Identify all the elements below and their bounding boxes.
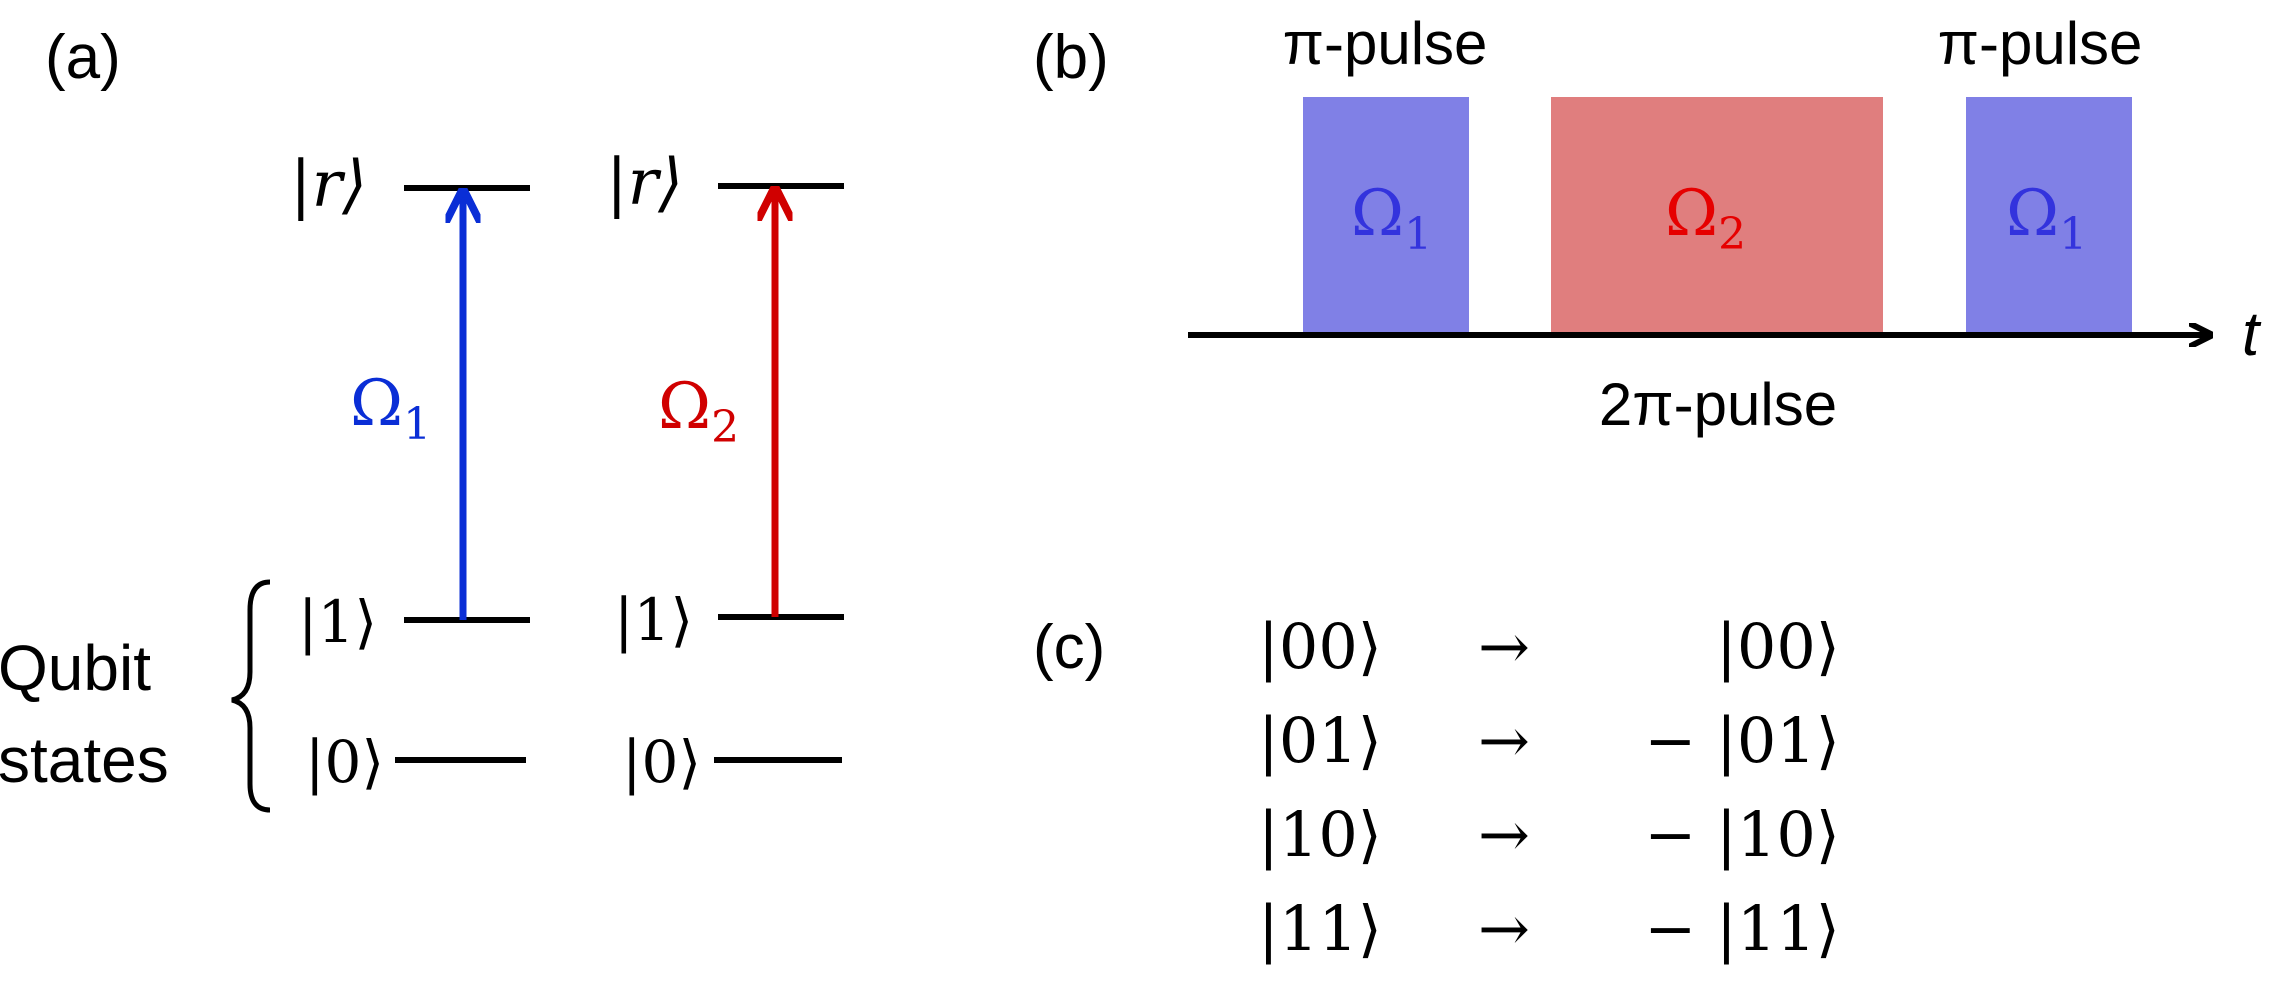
qubit-states-label-line2: states (0, 724, 169, 796)
input-state: |11⟩ (1258, 892, 1382, 965)
atom-2-qubit-1-label: |1⟩ (614, 586, 693, 654)
omega-symbol: Ω (1665, 177, 1718, 251)
omega-symbol: Ω (1351, 177, 1404, 251)
omega-subscript: 1 (1404, 209, 1432, 260)
pulse-3-block (1966, 97, 2132, 335)
output-state: |00⟩ (1716, 610, 1840, 683)
panel-c: (c) |00⟩ → |00⟩ |01⟩ → − |01⟩ |10⟩ → − |… (1033, 610, 1840, 965)
pulse-3-label: Ω1 (2006, 177, 2087, 260)
truth-table-row: |01⟩ → − |01⟩ (1258, 704, 1840, 777)
atom-1-rydberg-label: |r⟩ (290, 148, 367, 222)
atom-2-qubit-0-label: |0⟩ (622, 728, 701, 796)
output-state: − |10⟩ (1644, 798, 1840, 871)
maps-to-arrow: → (1478, 892, 1530, 965)
atom-2-rydberg-label: |r⟩ (606, 146, 683, 220)
omega-symbol: Ω (2006, 177, 2059, 251)
panel-c-label: (c) (1033, 613, 1105, 682)
input-state: |10⟩ (1258, 798, 1382, 871)
atom-2-rabi-label: Ω2 (658, 370, 739, 453)
atom-1-rabi-label: Ω1 (350, 367, 431, 450)
omega-symbol: Ω (658, 370, 711, 444)
pulse-3-caption: π-pulse (1938, 10, 2143, 77)
truth-table-row: |10⟩ → − |10⟩ (1258, 798, 1840, 871)
time-axis-label: t (2242, 300, 2262, 369)
pulse-2-label: Ω2 (1665, 177, 1746, 260)
input-state: |00⟩ (1258, 610, 1382, 683)
atom-1-qubit-1-label: |1⟩ (298, 588, 377, 656)
maps-to-arrow: → (1478, 610, 1530, 683)
panel-b-label: (b) (1033, 23, 1109, 92)
panel-b: (b) Ω1 Ω2 Ω1 π-pulse π-pulse 2π-pulse t (1033, 10, 2262, 438)
output-state: − |01⟩ (1644, 704, 1840, 777)
qubit-states-label-line1: Qubit (0, 632, 151, 704)
panel-a-label: (a) (45, 23, 121, 92)
atom-1-level-diagram: |r⟩ |1⟩ |0⟩ Ω1 (290, 148, 530, 796)
panel-a: (a) |r⟩ |1⟩ |0⟩ Ω1 |r⟩ |1⟩ |0⟩ Ω2 (0, 23, 844, 813)
omega-subscript: 1 (403, 399, 431, 450)
atom-2-level-diagram: |r⟩ |1⟩ |0⟩ Ω2 (606, 146, 844, 796)
truth-table-row: |11⟩ → − |11⟩ (1258, 892, 1840, 965)
atom-1-qubit-0-label: |0⟩ (305, 728, 384, 796)
qubit-states-brace (231, 579, 271, 813)
omega-subscript: 2 (711, 402, 739, 453)
pulse-1-block (1303, 97, 1469, 335)
omega-subscript: 2 (1718, 209, 1746, 260)
input-state: |01⟩ (1258, 704, 1382, 777)
omega-subscript: 1 (2059, 209, 2087, 260)
truth-table-row: |00⟩ → |00⟩ (1258, 610, 1840, 683)
pulse-2-caption: 2π-pulse (1599, 371, 1837, 438)
pulse-1-label: Ω1 (1351, 177, 1432, 260)
output-state: − |11⟩ (1644, 892, 1840, 965)
maps-to-arrow: → (1478, 704, 1530, 777)
maps-to-arrow: → (1478, 798, 1530, 871)
pulse-2-block (1551, 97, 1883, 335)
omega-symbol: Ω (350, 367, 403, 441)
pulse-1-caption: π-pulse (1283, 10, 1488, 77)
